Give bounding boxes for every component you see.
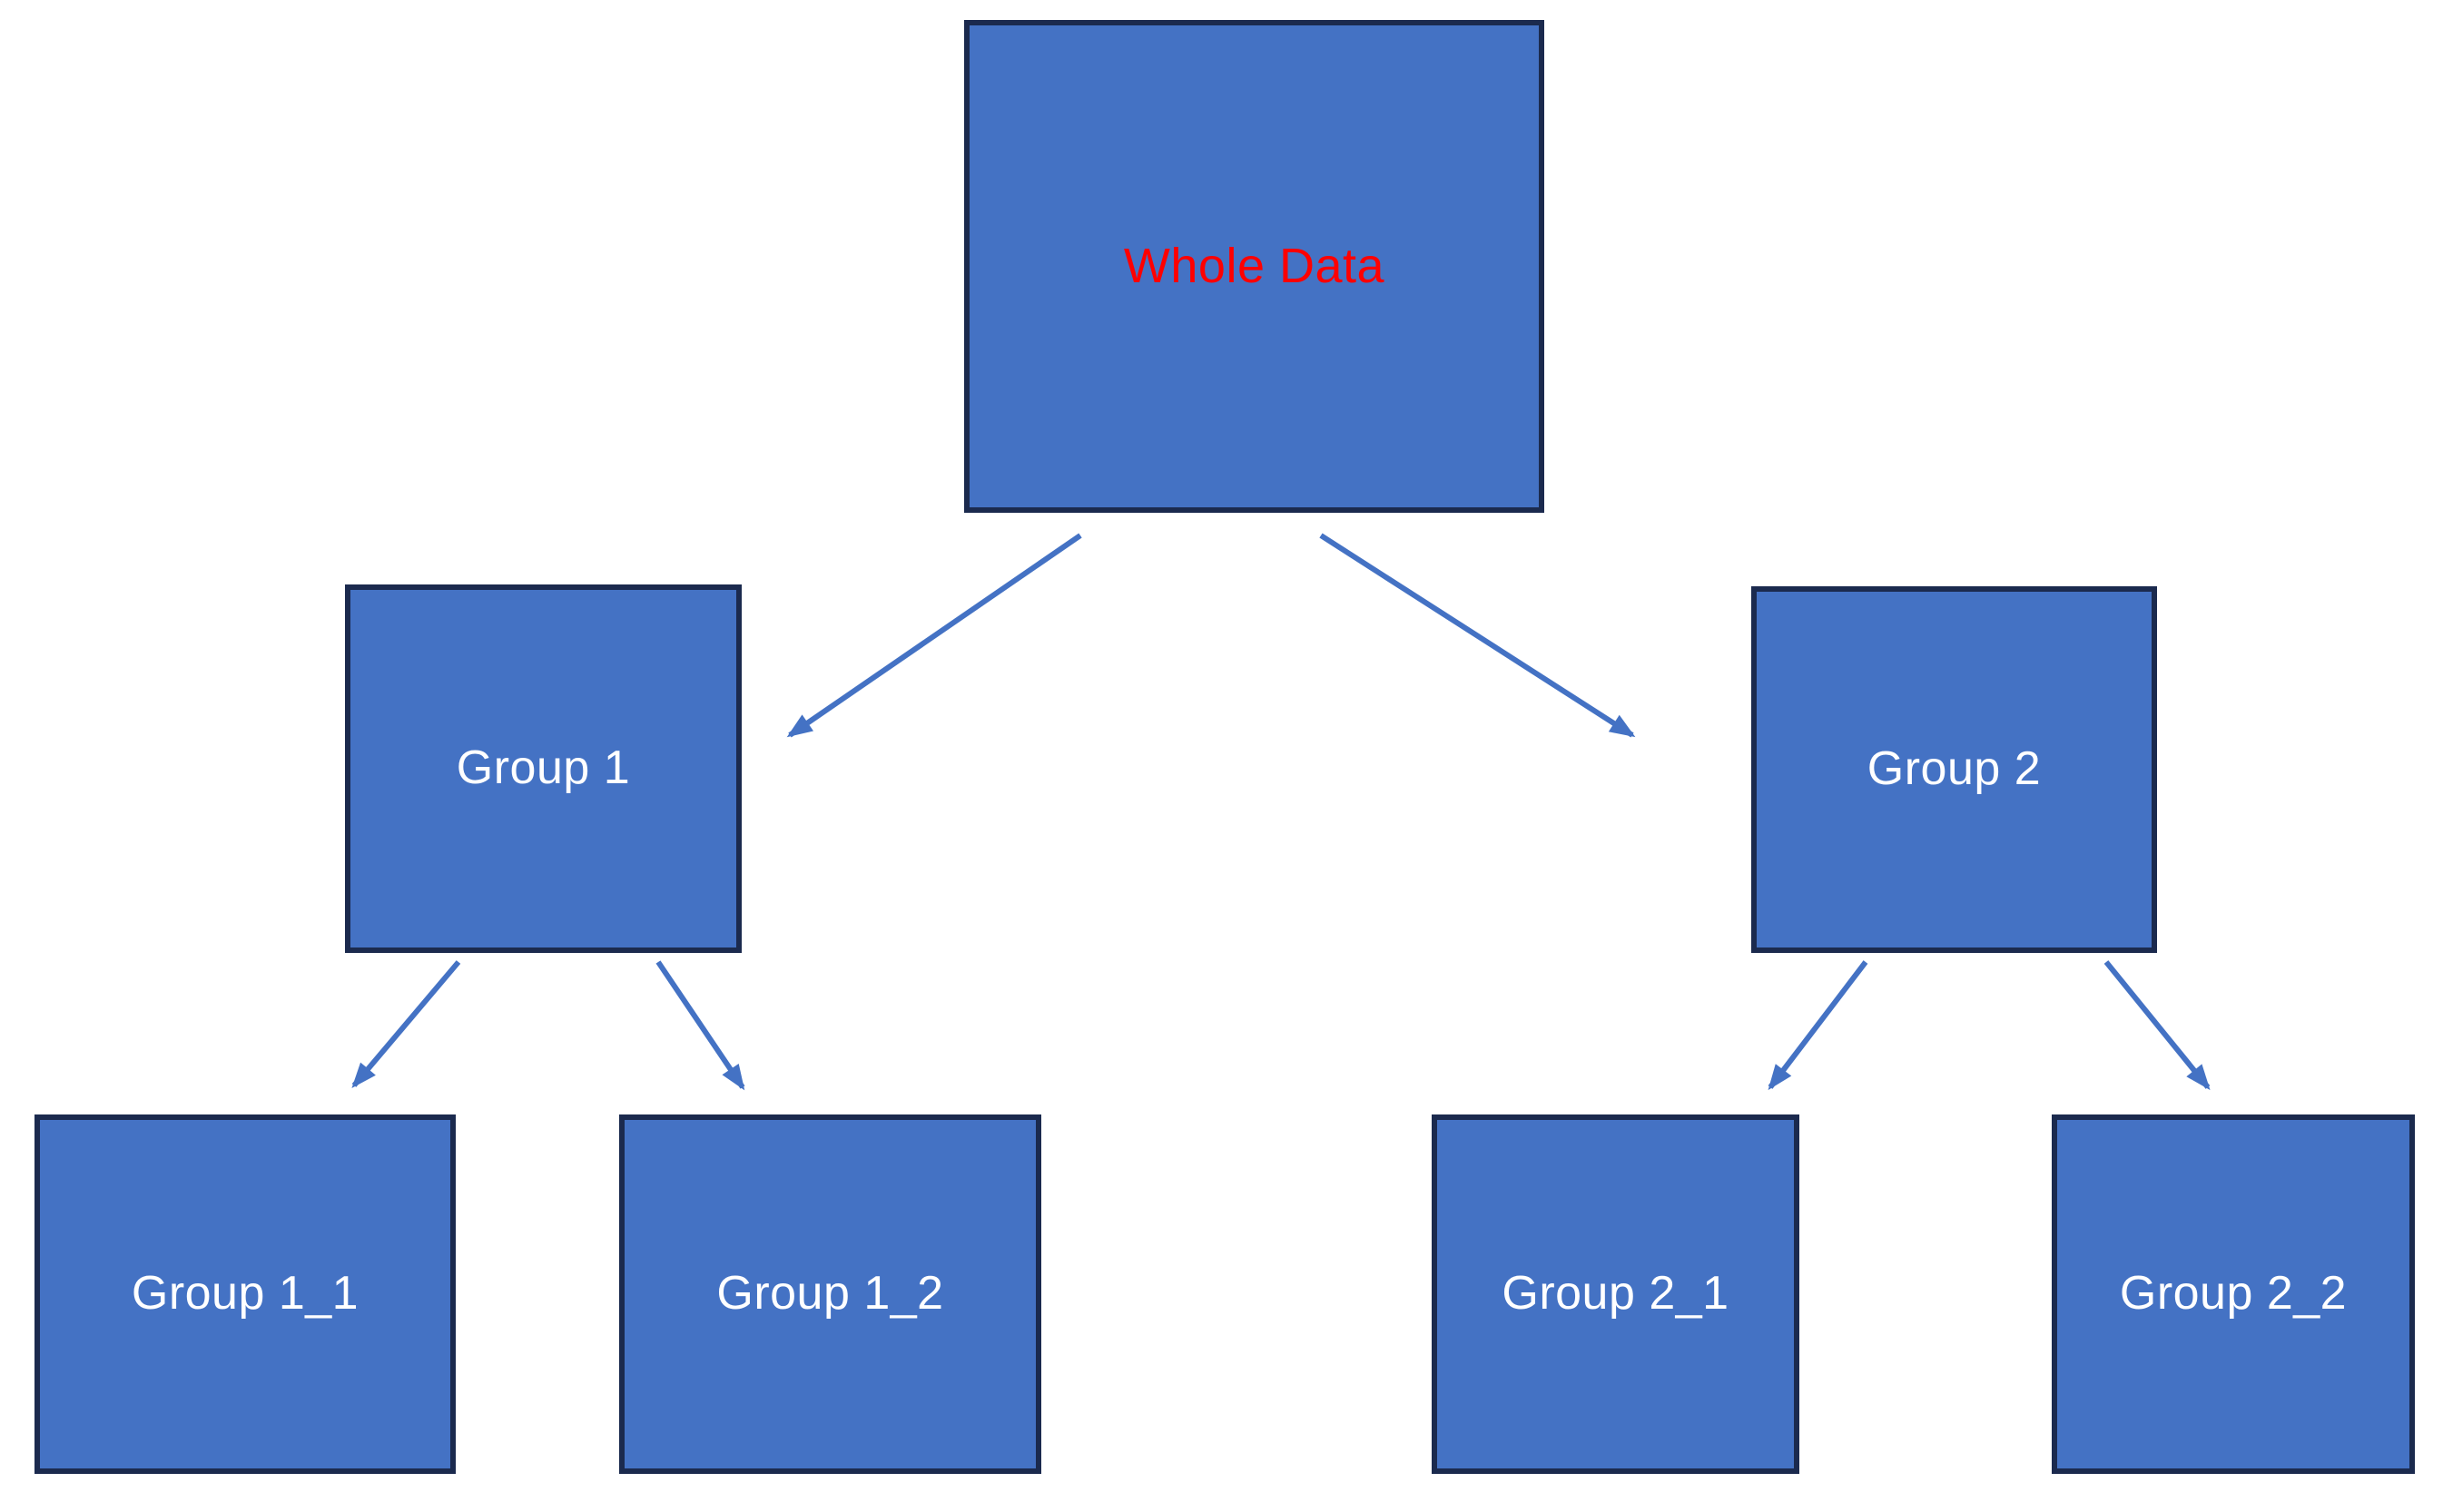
node-group-2-2: Group 2_2 [2052,1114,2415,1474]
arrow-group1-to-group1-1 [351,960,461,1089]
arrow-group2-to-group2-1 [1768,960,1868,1091]
node-group-1-1: Group 1_1 [34,1114,456,1474]
arrow-whole-to-group1 [786,533,1082,738]
arrow-group2-to-group2-2 [2103,960,2211,1091]
node-group-2-1-label: Group 2_1 [1502,1267,1729,1321]
node-group-2-label: Group 2 [1867,742,2042,796]
arrow-group1-to-group1-2 [655,960,745,1091]
node-group-2-1: Group 2_1 [1432,1114,1799,1474]
node-group-1-label: Group 1 [456,741,631,795]
node-group-2: Group 2 [1751,586,2157,953]
arrow-whole-to-group2 [1319,533,1636,738]
node-whole-data: Whole Data [964,20,1544,513]
node-group-1: Group 1 [345,584,742,953]
node-group-2-2-label: Group 2_2 [2119,1267,2348,1321]
node-whole-data-label: Whole Data [1123,239,1385,294]
node-group-1-1-label: Group 1_1 [131,1267,360,1321]
node-group-1-2: Group 1_2 [619,1114,1041,1474]
node-group-1-2-label: Group 1_2 [716,1267,944,1321]
